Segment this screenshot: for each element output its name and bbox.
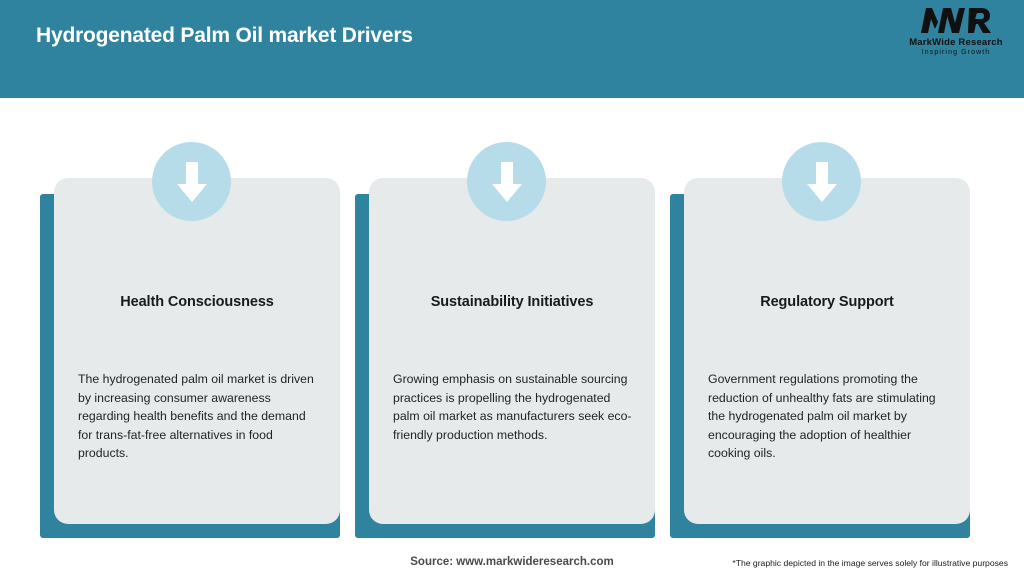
- card-title: Health Consciousness: [120, 294, 274, 310]
- card-description: The hydrogenated palm oil market is driv…: [78, 372, 314, 460]
- driver-card: Sustainability Initiatives Growing empha…: [355, 142, 655, 538]
- source-label: Source: www.markwideresearch.com: [410, 556, 614, 568]
- page-title: Hydrogenated Palm Oil market Drivers: [36, 24, 413, 47]
- card-surface: Health Consciousness The hydrogenated pa…: [54, 178, 340, 524]
- mwr-monogram-icon: [902, 8, 1010, 36]
- card-surface: Regulatory Support Government regulation…: [684, 178, 970, 524]
- card-surface: Sustainability Initiatives Growing empha…: [369, 178, 655, 524]
- brand-logo: MarkWide Research Inspiring Growth: [902, 8, 1010, 64]
- logo-tagline: Inspiring Growth: [921, 49, 991, 56]
- card-title: Regulatory Support: [760, 294, 894, 310]
- down-arrow-icon: [467, 142, 546, 221]
- driver-cards-container: Health Consciousness The hydrogenated pa…: [0, 98, 1024, 538]
- disclaimer-note: *The graphic depicted in the image serve…: [732, 558, 1008, 568]
- down-arrow-icon: [152, 142, 231, 221]
- logo-company-name: MarkWide Research: [909, 37, 1003, 48]
- down-arrow-icon: [782, 142, 861, 221]
- card-description: Government regulations promoting the red…: [708, 372, 936, 460]
- driver-card: Health Consciousness The hydrogenated pa…: [40, 142, 340, 538]
- driver-card: Regulatory Support Government regulation…: [670, 142, 970, 538]
- header-banner: Hydrogenated Palm Oil market Drivers Mar…: [0, 0, 1024, 98]
- card-title: Sustainability Initiatives: [430, 294, 594, 310]
- card-description: Growing emphasis on sustainable sourcing…: [393, 372, 632, 442]
